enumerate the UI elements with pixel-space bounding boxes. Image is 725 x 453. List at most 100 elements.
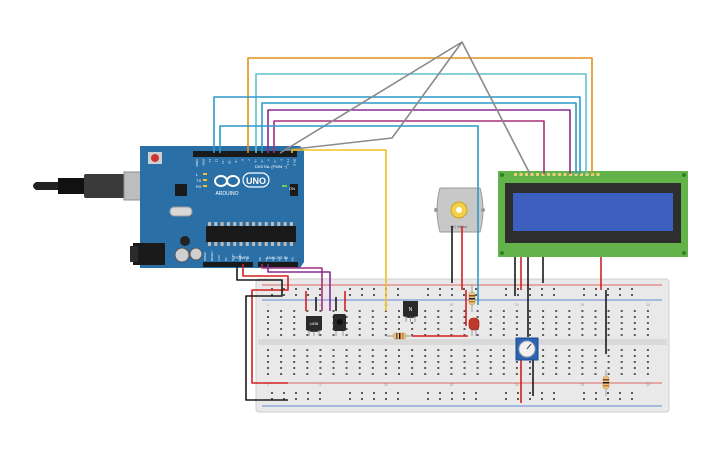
breadboard-hole[interactable] [594,328,597,330]
breadboard-hole[interactable] [424,328,427,330]
rail-hole[interactable] [583,392,585,394]
breadboard-hole[interactable] [555,367,558,369]
breadboard-hole[interactable] [489,316,492,318]
rail-hole[interactable] [517,398,519,400]
breadboard-hole[interactable] [581,349,584,351]
breadboard-hole[interactable] [398,361,400,363]
breadboard-hole[interactable] [489,328,492,330]
breadboard-hole[interactable] [424,361,427,363]
breadboard-hole[interactable] [345,334,348,336]
breadboard-hole[interactable] [476,373,479,375]
breadboard-hole[interactable] [555,334,558,336]
breadboard-hole[interactable] [358,361,361,363]
breadboard-hole[interactable] [437,334,440,336]
breadboard-hole[interactable] [515,328,518,330]
breadboard-hole[interactable] [384,355,387,357]
breadboard-hole[interactable] [529,361,531,363]
breadboard-hole[interactable] [581,334,584,336]
breadboard-hole[interactable] [345,310,348,312]
breadboard-hole[interactable] [398,367,400,369]
rail-hole[interactable] [307,398,309,400]
rail-hole[interactable] [583,294,585,296]
breadboard-hole[interactable] [450,322,453,324]
breadboard-hole[interactable] [280,355,283,357]
breadboard-hole[interactable] [437,322,440,324]
breadboard-hole[interactable] [633,322,636,324]
rail-hole[interactable] [583,398,585,400]
breadboard-hole[interactable] [594,322,597,324]
breadboard-hole[interactable] [620,355,623,357]
rail-hole[interactable] [271,288,273,290]
rail-hole[interactable] [397,392,399,394]
breadboard-hole[interactable] [332,310,335,312]
breadboard-hole[interactable] [345,367,348,369]
breadboard-hole[interactable] [332,361,335,363]
breadboard-hole[interactable] [293,328,296,330]
breadboard-hole[interactable] [607,310,610,312]
breadboard-hole[interactable] [581,355,584,357]
breadboard-hole[interactable] [633,373,636,375]
breadboard-hole[interactable] [450,367,453,369]
breadboard-hole[interactable] [280,328,283,330]
breadboard-hole[interactable] [607,316,610,318]
breadboard-hole[interactable] [398,310,400,312]
breadboard-hole[interactable] [646,355,649,357]
breadboard-hole[interactable] [633,316,636,318]
breadboard-hole[interactable] [358,373,361,375]
breadboard-hole[interactable] [306,349,309,351]
breadboard-hole[interactable] [489,322,492,324]
breadboard-hole[interactable] [293,373,296,375]
breadboard-hole[interactable] [306,367,309,369]
rail-hole[interactable] [349,288,351,290]
rail-hole[interactable] [439,398,441,400]
breadboard-hole[interactable] [555,310,558,312]
breadboard-hole[interactable] [476,361,479,363]
reset-button-cap[interactable] [151,154,159,162]
rail-hole[interactable] [349,398,351,400]
lcd-pin[interactable] [552,173,556,176]
breadboard-hole[interactable] [620,349,623,351]
breadboard-hole[interactable] [450,334,453,336]
rail-hole[interactable] [475,392,477,394]
breadboard-hole[interactable] [620,361,623,363]
breadboard-hole[interactable] [502,367,505,369]
breadboard-hole[interactable] [542,361,545,363]
breadboard-hole[interactable] [542,334,545,336]
lcd-pin[interactable] [585,173,589,176]
breadboard-hole[interactable] [371,334,374,336]
breadboard-hole[interactable] [345,316,348,318]
breadboard-hole[interactable] [280,334,283,336]
rail-hole[interactable] [451,294,453,296]
breadboard-hole[interactable] [450,328,453,330]
breadboard-hole[interactable] [293,322,296,324]
rail-hole[interactable] [541,392,543,394]
breadboard-hole[interactable] [345,328,348,330]
rail-hole[interactable] [607,398,609,400]
breadboard-hole[interactable] [502,334,505,336]
breadboard-hole[interactable] [646,310,649,312]
breadboard-hole[interactable] [555,373,558,375]
breadboard-hole[interactable] [581,310,584,312]
rail-hole[interactable] [463,392,465,394]
breadboard-hole[interactable] [489,361,492,363]
rail-hole[interactable] [295,294,297,296]
breadboard-hole[interactable] [371,310,374,312]
breadboard-hole[interactable] [437,367,440,369]
breadboard-hole[interactable] [633,361,636,363]
breadboard-hole[interactable] [398,355,400,357]
breadboard-hole[interactable] [529,328,531,330]
breadboard-hole[interactable] [568,367,571,369]
breadboard-hole[interactable] [358,334,361,336]
breadboard-hole[interactable] [450,310,453,312]
breadboard-hole[interactable] [594,355,597,357]
rail-hole[interactable] [475,288,477,290]
breadboard-hole[interactable] [607,328,610,330]
breadboard-hole[interactable] [371,322,374,324]
breadboard-hole[interactable] [437,373,440,375]
breadboard-hole[interactable] [358,355,361,357]
rail-hole[interactable] [553,392,555,394]
rail-hole[interactable] [271,398,273,400]
rail-hole[interactable] [319,398,321,400]
lcd-pin[interactable] [596,173,600,176]
breadboard-hole[interactable] [384,349,387,351]
